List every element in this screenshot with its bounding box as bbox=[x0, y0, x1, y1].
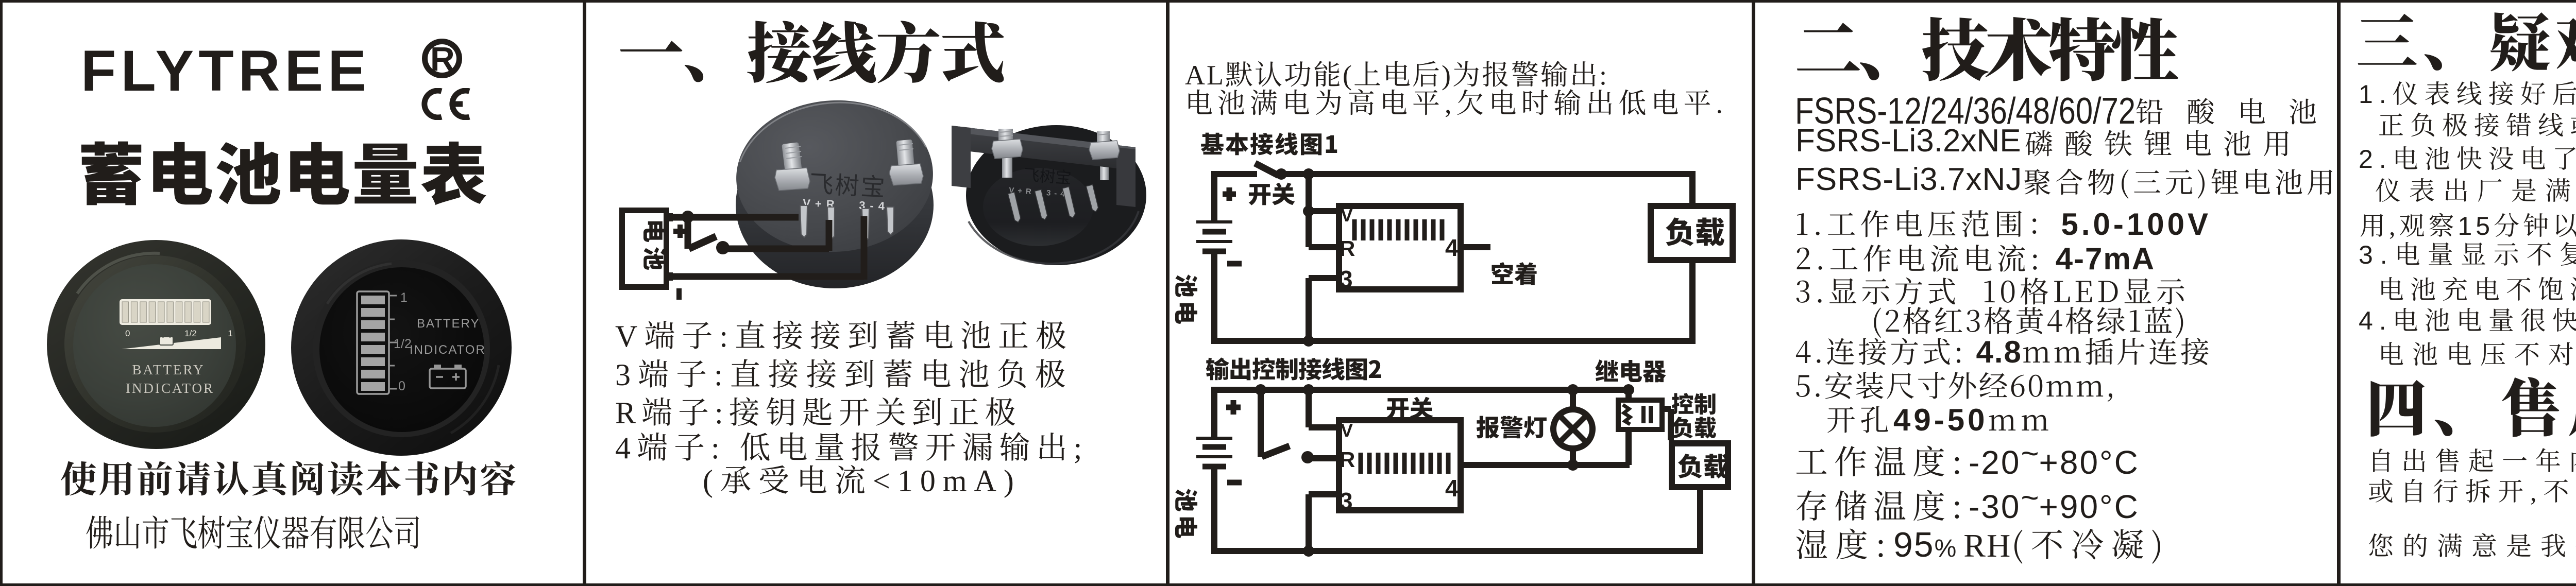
svg-text:INDICATOR: INDICATOR bbox=[126, 381, 214, 396]
svg-text:0: 0 bbox=[125, 329, 130, 338]
svg-text:1: 1 bbox=[400, 290, 408, 305]
svg-text:INDICATOR: INDICATOR bbox=[410, 343, 486, 357]
svg-text:飞树宝: 飞树宝 bbox=[1023, 162, 1072, 188]
svg-text:BATTERY: BATTERY bbox=[417, 317, 480, 331]
svg-text:BATTERY: BATTERY bbox=[132, 362, 205, 377]
svg-text:1: 1 bbox=[228, 329, 232, 338]
svg-text:电池: 电池 bbox=[638, 219, 672, 274]
svg-text:飞树宝: 飞树宝 bbox=[808, 164, 887, 203]
svg-text:1/2: 1/2 bbox=[184, 329, 197, 338]
svg-text:1/2: 1/2 bbox=[394, 337, 412, 351]
svg-text:0: 0 bbox=[398, 379, 405, 393]
